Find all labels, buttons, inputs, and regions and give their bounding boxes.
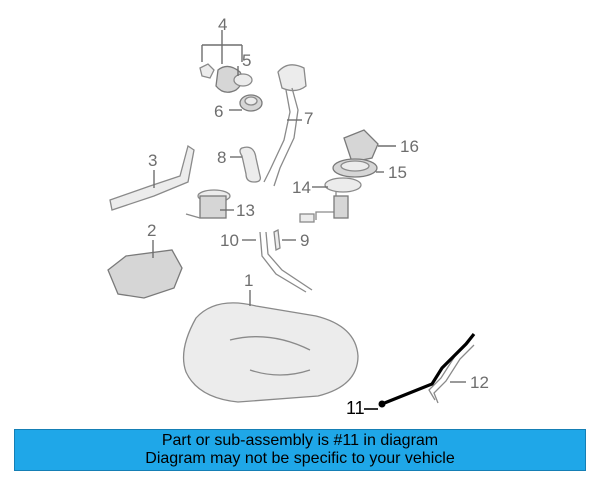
part-12-line xyxy=(428,341,475,404)
callout-7: 7 xyxy=(304,109,313,128)
part-13-pump-module xyxy=(185,189,231,219)
callout-4: 4 xyxy=(218,15,227,34)
callout-6: 6 xyxy=(214,102,223,121)
part-7-filler-neck xyxy=(263,64,307,187)
part-2-shield xyxy=(107,249,183,299)
part-1-detail xyxy=(229,336,311,376)
callout-8: 8 xyxy=(217,148,226,167)
part-4-cluster xyxy=(199,63,253,93)
parts-diagram: 4 5 6 7 8 3 13 16 15 xyxy=(107,15,489,418)
part-10-tube-b xyxy=(265,231,313,291)
part-15-ring xyxy=(332,158,378,178)
callout-3: 3 xyxy=(148,151,157,170)
callout-1: 1 xyxy=(244,271,253,290)
callout-11: 11 xyxy=(346,398,365,418)
part-9 xyxy=(273,229,281,251)
callout-2: 2 xyxy=(147,221,156,240)
part-11-line xyxy=(381,333,476,406)
banner-line-1: Part or sub-assembly is #11 in diagram xyxy=(161,432,439,449)
callout-9: 9 xyxy=(300,231,309,250)
part-8-hose xyxy=(239,146,262,183)
part-info-banner: Part or sub-assembly is #11 in diagram D… xyxy=(14,429,586,471)
part-6 xyxy=(239,94,263,112)
part-14-sender xyxy=(299,177,362,223)
part-11-fitting xyxy=(378,400,386,408)
callout-13: 13 xyxy=(236,201,255,220)
callout-5: 5 xyxy=(242,51,251,70)
part-10-tube xyxy=(259,231,307,293)
part-3-bracket xyxy=(109,144,195,211)
callout-16: 16 xyxy=(400,137,419,156)
part-16 xyxy=(343,129,379,163)
callout-14: 14 xyxy=(292,178,311,197)
callout-15: 15 xyxy=(388,163,407,182)
part-1-fuel-tank xyxy=(182,302,359,403)
callout-12: 12 xyxy=(470,373,489,392)
callout-10: 10 xyxy=(220,231,239,250)
leader-4 xyxy=(201,30,243,64)
banner-line-2: Diagram may not be specific to your vehi… xyxy=(145,450,455,467)
